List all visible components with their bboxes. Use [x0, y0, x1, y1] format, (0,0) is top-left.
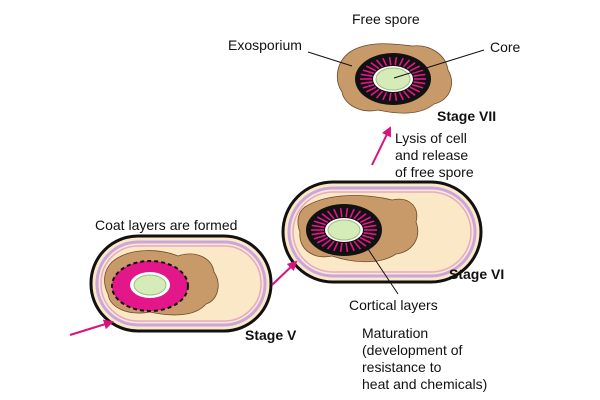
cortex-spike	[362, 234, 375, 240]
cortex-spike	[353, 240, 362, 250]
exosporium-label: Exosporium	[228, 37, 302, 53]
cortex-spike	[402, 59, 411, 68]
cortex-spike	[370, 62, 380, 70]
cortex-spike	[382, 57, 388, 67]
cortex-spike	[406, 88, 416, 96]
lysis-line-1: Lysis of cell	[395, 130, 467, 146]
maturation-text: Maturation (development of resistance to…	[362, 325, 487, 392]
cortex-spike	[363, 231, 377, 236]
cortex-spike	[321, 213, 332, 221]
arrow-stage-v-to-vi	[271, 260, 298, 286]
stage-vi-cell	[281, 180, 483, 284]
exosporium-leader	[307, 51, 353, 67]
stage-vi-cortex-spikes	[311, 207, 377, 253]
cortex-spike	[413, 73, 426, 77]
stage-vi-label: Stage VI	[449, 266, 504, 282]
cortex-spike	[388, 56, 392, 66]
stage-vi-core	[327, 219, 361, 241]
coat-layers-label: Coat layers are formed	[95, 217, 237, 233]
cortex-spike	[363, 224, 377, 229]
cortex-spike	[356, 213, 367, 221]
cortex-spike	[413, 81, 426, 85]
cortex-spike	[316, 216, 329, 224]
stage-vii-core	[375, 67, 411, 91]
cortex-spike	[326, 240, 335, 250]
cortex-spike	[362, 69, 375, 75]
cortex-spike	[349, 242, 355, 252]
cortex-spike	[356, 239, 367, 247]
cortex-spike	[370, 88, 380, 96]
stage-vii-cortex-spikes	[360, 56, 426, 102]
cortical-layers-label: Cortical layers	[349, 297, 438, 313]
cortex-spike	[339, 242, 343, 253]
cortex-spike	[394, 92, 398, 102]
stage-v-label: Stage V	[245, 327, 297, 343]
cortical-layers-leader	[365, 245, 399, 295]
cortex-spike	[311, 224, 325, 229]
maturation-line-2: (development of	[362, 342, 463, 358]
stage-vii-label: Stage VII	[437, 108, 496, 124]
stage-v-cell	[89, 234, 273, 333]
cortex-spike	[411, 69, 424, 75]
cortex-spike	[409, 86, 421, 93]
stage-vii-free-spore	[336, 43, 452, 114]
cortex-spike	[382, 91, 388, 101]
cortex-spike	[406, 62, 416, 70]
cortex-spike	[333, 242, 339, 252]
cortex-spike	[360, 73, 373, 77]
lysis-line-3: of free spore	[395, 164, 474, 180]
cortex-spike	[375, 59, 384, 68]
cortex-spike	[365, 65, 377, 72]
cortex-spike	[402, 90, 411, 99]
stage-v-core	[133, 274, 167, 296]
cortex-spike	[394, 56, 398, 66]
cortex-spike	[360, 81, 373, 85]
maturation-line-4: heat and chemicals)	[362, 376, 487, 392]
core-leader	[393, 49, 485, 79]
cortex-spike	[339, 207, 343, 218]
core-label: Core	[490, 39, 521, 55]
cortex-spike	[349, 208, 355, 218]
cortex-spike	[362, 83, 375, 89]
cortex-spike	[359, 216, 372, 224]
cortex-spike	[313, 234, 326, 240]
cortex-spike	[409, 65, 421, 72]
cortex-spike	[345, 242, 349, 253]
cortex-spike	[353, 210, 362, 220]
arrow-stage-vi-to-vii	[371, 126, 391, 166]
cortex-spike	[398, 57, 404, 67]
cortex-spike	[359, 236, 372, 244]
cortex-spike	[311, 231, 325, 236]
cortex-spike	[316, 236, 329, 244]
cortex-spike	[333, 208, 339, 218]
lysis-text: Lysis of cell and release of free spore	[395, 130, 474, 180]
cortex-spike	[326, 210, 335, 220]
cortex-spike	[365, 86, 377, 93]
arrow-into-stage-v	[69, 319, 114, 336]
maturation-line-1: Maturation	[362, 325, 428, 341]
cortex-spike	[345, 207, 349, 218]
cortex-spike	[321, 239, 332, 247]
cortex-spike	[398, 91, 404, 101]
cortex-spike	[362, 220, 375, 226]
cortex-spike	[411, 83, 424, 89]
maturation-line-3: resistance to	[362, 359, 442, 375]
cortex-spike	[375, 90, 384, 99]
cortex-spike	[388, 92, 392, 102]
lysis-line-2: and release	[395, 147, 468, 163]
free-spore-label: Free spore	[352, 11, 420, 27]
cortex-spike	[313, 220, 326, 226]
